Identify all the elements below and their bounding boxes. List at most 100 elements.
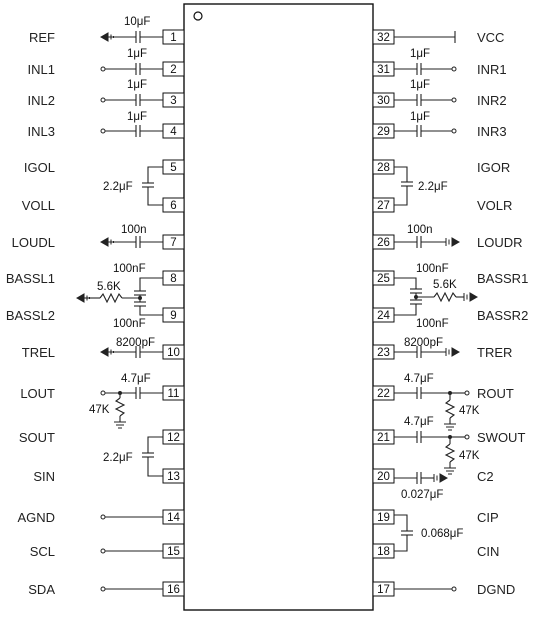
label-c-loudl: 100n	[121, 224, 147, 236]
trer-network	[394, 346, 446, 358]
pin-right-20: 20 C2	[372, 468, 494, 484]
loudr-network	[394, 236, 446, 248]
pin-box	[372, 509, 395, 525]
pin-number: 25	[377, 273, 390, 285]
pin-right-31: 31 INR1	[372, 61, 507, 77]
label-c-sout-sin: 2.2μF	[103, 452, 133, 464]
pin-right-25: 25 BASSR1	[372, 270, 528, 286]
ground-arrow-icon	[99, 32, 114, 42]
label-c-swout: 4.7μF	[404, 416, 434, 428]
signal-name: BASSR1	[477, 271, 528, 286]
vcc-network	[394, 31, 456, 43]
label-c-bassl2: 100nF	[113, 318, 146, 330]
pin-number: 5	[170, 162, 176, 174]
signal-name: TRER	[477, 345, 512, 360]
label-c-lout: 4.7μF	[121, 373, 151, 385]
signal-name: INR1	[477, 62, 507, 77]
pin-number: 8	[170, 273, 176, 285]
signal-name: REF	[29, 30, 55, 45]
terminal-icon	[100, 548, 106, 554]
pin1-marker	[193, 11, 203, 21]
sout-sin-network	[142, 436, 163, 477]
terminal-icon	[100, 66, 106, 72]
signal-name: INL1	[28, 62, 55, 77]
pin-number: 16	[167, 584, 180, 596]
pin-number: 29	[377, 126, 390, 138]
pin-number: 11	[168, 388, 180, 400]
label-c-bassr2: 100nF	[416, 318, 449, 330]
terminal-icon	[464, 434, 470, 440]
terminal-icon	[100, 390, 106, 396]
signal-name: SWOUT	[477, 430, 525, 445]
component-labels: 10μF 1μF 1μF 1μF 2.2μF 100n 100nF 5.6K 1…	[89, 16, 480, 540]
label-r-swout: 47K	[459, 450, 480, 462]
pin-number: 23	[377, 347, 390, 359]
ground-arrow-icon	[99, 347, 114, 357]
label-r-rout: 47K	[459, 405, 480, 417]
pin-number: 9	[170, 310, 176, 322]
signal-name: CIP	[477, 510, 499, 525]
rout-network	[394, 387, 456, 424]
pin-number: 19	[377, 512, 390, 524]
pin-number: 20	[377, 471, 390, 483]
terminal-icon	[100, 128, 106, 134]
terminal-icon	[451, 586, 457, 592]
pin-right-23: 23 TRER	[372, 344, 512, 360]
pin-left-5: 5 IGOL	[24, 159, 185, 175]
cip-cin-network	[394, 514, 413, 552]
signal-name: VOLR	[477, 198, 512, 213]
signal-name: C2	[477, 469, 494, 484]
signal-name: AGND	[17, 510, 55, 525]
signal-name: DGND	[477, 582, 515, 597]
signal-name: INR3	[477, 124, 507, 139]
pin-number: 21	[377, 432, 390, 444]
igor-volr-network	[394, 166, 413, 206]
label-r-lout: 47K	[89, 404, 110, 416]
signal-name: TREL	[22, 345, 55, 360]
pin-number: 31	[377, 64, 390, 76]
pin-number: 7	[170, 237, 176, 249]
signal-name: SIN	[33, 469, 55, 484]
ground-arrow-icons	[75, 32, 479, 483]
terminal-icon	[100, 97, 106, 103]
pin-number: 24	[377, 310, 390, 322]
label-c-inr1: 1μF	[410, 48, 430, 60]
pin-number: 13	[167, 471, 180, 483]
label-c-cip-cin: 0.068μF	[421, 528, 463, 540]
pin-number: 22	[377, 388, 390, 400]
ground-arrow-icon	[433, 473, 449, 483]
pin-number: 15	[167, 546, 180, 558]
pin-number: 30	[377, 95, 390, 107]
label-c-inr2: 1μF	[410, 79, 430, 91]
label-c-inl2: 1μF	[127, 79, 147, 91]
ground-down-icon	[444, 467, 456, 475]
pin-left-11: 11 LOUT	[20, 385, 185, 401]
label-c-inr3: 1μF	[410, 111, 430, 123]
label-c-rout: 4.7μF	[404, 373, 434, 385]
ground-arrow-icon	[99, 237, 114, 247]
ground-arrow-icon	[75, 293, 90, 303]
pin-number: 32	[377, 32, 390, 44]
label-c-trel: 8200pF	[116, 337, 155, 349]
signal-name: ROUT	[477, 386, 514, 401]
igol-voll-network	[142, 166, 163, 206]
signal-name: INR2	[477, 93, 507, 108]
signal-name: IGOL	[24, 160, 55, 175]
ground-arrow-icon	[445, 237, 461, 247]
pin-number: 18	[377, 546, 390, 558]
signal-name: LOUT	[20, 386, 55, 401]
label-c-c2: 0.027μF	[401, 489, 443, 501]
